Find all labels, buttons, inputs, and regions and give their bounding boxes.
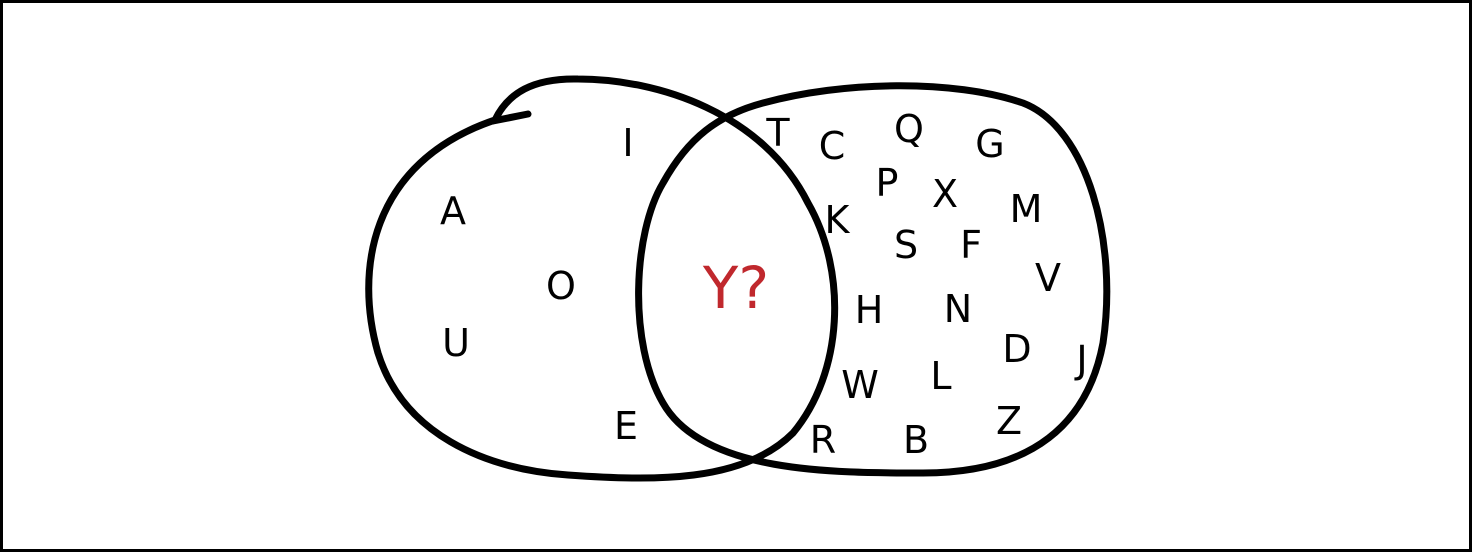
right-letter-F: F [960,223,982,267]
right-letter-B: B [903,418,929,462]
right-letter-W: W [841,363,879,407]
right-letter-S: S [894,223,918,267]
right-letter-P: P [876,161,899,205]
right-letter-H: H [855,288,884,332]
left-letter-A: A [440,189,466,233]
right-letter-T: T [765,111,790,155]
right-letter-Q: Q [894,107,924,151]
intersection-label: Y? [702,254,769,322]
venn-diagram: I A O U E Y? T C Q G P X K M S F V H N D… [365,75,1111,482]
right-set-outline [635,82,1111,477]
right-letter-K: K [825,198,851,242]
left-letter-I: I [622,121,633,165]
left-letter-E: E [614,404,638,448]
right-letter-N: N [944,287,972,331]
right-letter-M: M [1010,187,1043,231]
right-letter-V: V [1035,256,1061,300]
right-letter-D: D [1002,327,1031,371]
left-set-outline [365,75,839,482]
right-letter-X: X [932,172,958,216]
right-letter-Z: Z [996,399,1022,443]
right-letter-C: C [819,124,846,168]
left-letter-U: U [442,321,470,365]
left-set-tail [489,110,532,125]
right-letter-R: R [810,418,836,462]
right-letter-J: J [1074,338,1087,382]
right-letter-L: L [930,354,951,398]
right-letter-G: G [975,122,1004,166]
left-letter-O: O [546,264,576,308]
